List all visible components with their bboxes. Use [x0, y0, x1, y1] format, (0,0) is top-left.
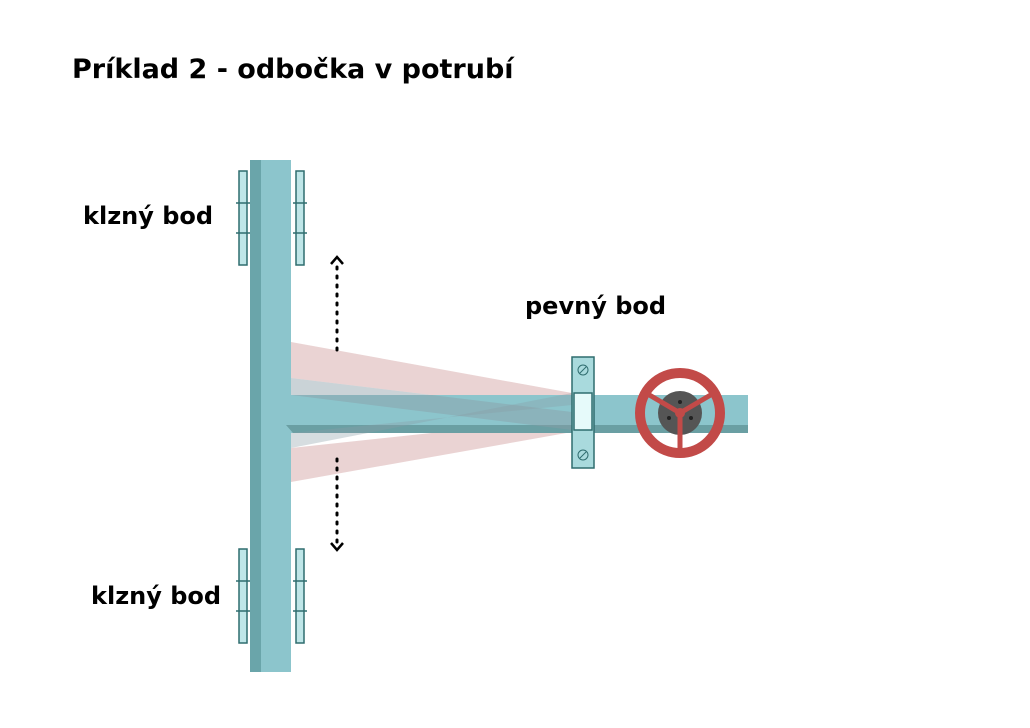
deflection-shadow-up	[291, 342, 572, 412]
movement-arrow-down	[330, 457, 344, 552]
deflection-overlay	[291, 393, 572, 448]
sliding-support-bottom	[236, 548, 307, 644]
sliding-support-top	[236, 170, 307, 266]
page-title: Príklad 2 - odbočka v potrubí	[72, 54, 514, 85]
deflection-shadow-down	[291, 418, 572, 482]
sliding-point-label-top: klzný bod	[83, 202, 214, 230]
deflection-overlay	[291, 378, 572, 430]
movement-arrow-up	[330, 255, 344, 352]
fixed-point-label: pevný bod	[525, 292, 667, 320]
main-pipe	[250, 160, 291, 672]
valve-wheel-icon	[635, 368, 725, 458]
sliding-point-label-bottom: klzný bod	[91, 582, 222, 610]
fixed-support-clamp	[571, 356, 595, 469]
